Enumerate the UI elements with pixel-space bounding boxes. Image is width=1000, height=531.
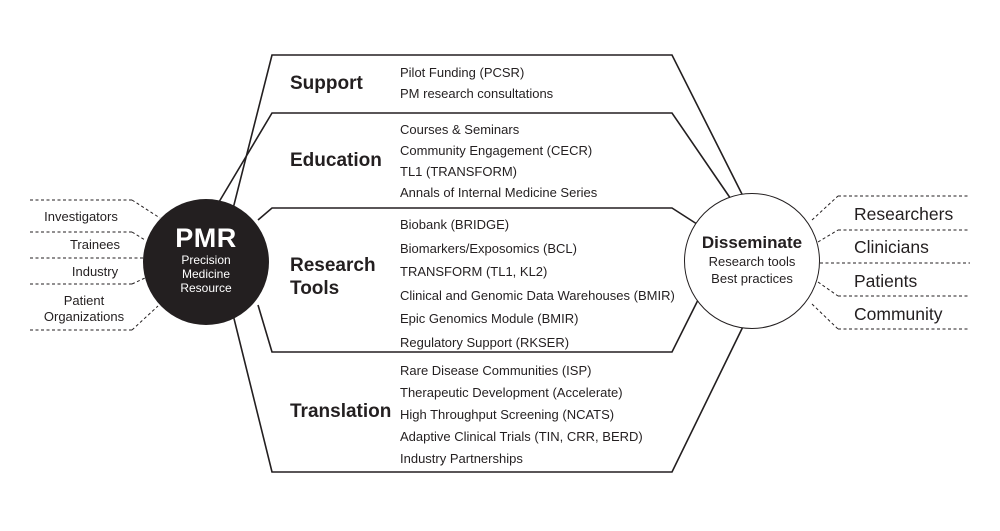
list-item: Epic Genomics Module (BMIR) — [400, 311, 579, 326]
list-item: TL1 (TRANSFORM) — [400, 164, 517, 179]
section-title-education: Education — [290, 150, 382, 171]
list-item: TRANSFORM (TL1, KL2) — [400, 264, 548, 279]
list-item: Biomarkers/Exposomics (BCL) — [400, 240, 577, 256]
right-connector-line — [817, 281, 839, 297]
stakeholder-trainees: Trainees — [69, 237, 121, 252]
list-item: Clinical and Genomic Data Warehouses (BM… — [400, 287, 675, 303]
list-item: Pilot Funding (PCSR) — [400, 65, 525, 80]
research-tools-items: Biobank (BRIDGE) Biomarkers/Exposomics (… — [400, 213, 675, 354]
stakeholder-investigators: Investigators — [44, 209, 118, 224]
section-title-support: Support — [290, 73, 363, 94]
audience-community: Community — [854, 304, 943, 324]
list-item: Industry Partnerships — [400, 451, 523, 466]
list-item: High Throughput Screening (NCATS) — [400, 407, 615, 422]
left-connector-line — [131, 231, 146, 241]
disseminate-item: Best practices — [711, 271, 793, 286]
left-connector-line — [131, 199, 161, 219]
education-band — [212, 112, 736, 213]
list-item: PM research consultations — [400, 86, 554, 101]
list-item: Community Engagement (CECR) — [400, 143, 593, 158]
research-tools-band-bottom — [257, 295, 701, 353]
stakeholder-patient-organizations: Patient Organizations — [43, 293, 125, 324]
stakeholder-industry: Industry — [71, 264, 119, 279]
education-items: Courses & Seminars Community Engagement … — [400, 119, 597, 203]
pmr-hub-circle: PMR Precision Medicine Resource — [143, 199, 269, 325]
list-item: Biobank (BRIDGE) — [400, 217, 510, 232]
disseminate-circle: Disseminate Research tools Best practice… — [684, 193, 820, 329]
list-item: Rare Disease Communities (ISP) — [400, 363, 592, 378]
left-connector-line — [131, 277, 146, 285]
list-item: Annals of Internal Medicine Series — [400, 185, 598, 200]
support-items: Pilot Funding (PCSR) PM research consult… — [400, 62, 553, 104]
disseminate-title: Disseminate — [701, 233, 803, 252]
right-connector-line — [811, 303, 839, 330]
section-title-research-tools: Research Tools — [290, 255, 376, 299]
pmr-subtitle-line: Resource — [180, 281, 232, 295]
section-title-translation: Translation — [290, 401, 392, 422]
left-connector-line — [131, 305, 159, 331]
audience-researchers: Researchers — [854, 204, 954, 224]
pmr-subtitle-line: Medicine — [181, 267, 231, 281]
disseminate-item: Research tools — [708, 254, 796, 269]
translation-items: Rare Disease Communities (ISP) Therapeut… — [400, 360, 643, 470]
outer-hexagon-bottom — [219, 261, 756, 473]
list-item: Regulatory Support (RKSER) — [400, 334, 570, 350]
list-item: Courses & Seminars — [400, 122, 520, 137]
audience-patients: Patients — [854, 271, 918, 291]
pmr-subtitle-line: Precision — [181, 253, 231, 267]
right-connector-line — [817, 229, 839, 243]
audience-clinicians: Clinicians — [854, 237, 929, 257]
pmr-title: PMR — [175, 223, 237, 253]
research-tools-band — [257, 207, 701, 227]
list-item: Therapeutic Development (Accelerate) — [400, 385, 623, 400]
right-connector-line — [811, 195, 839, 221]
list-item: Adaptive Clinical Trials (TIN, CRR, BERD… — [400, 429, 643, 444]
